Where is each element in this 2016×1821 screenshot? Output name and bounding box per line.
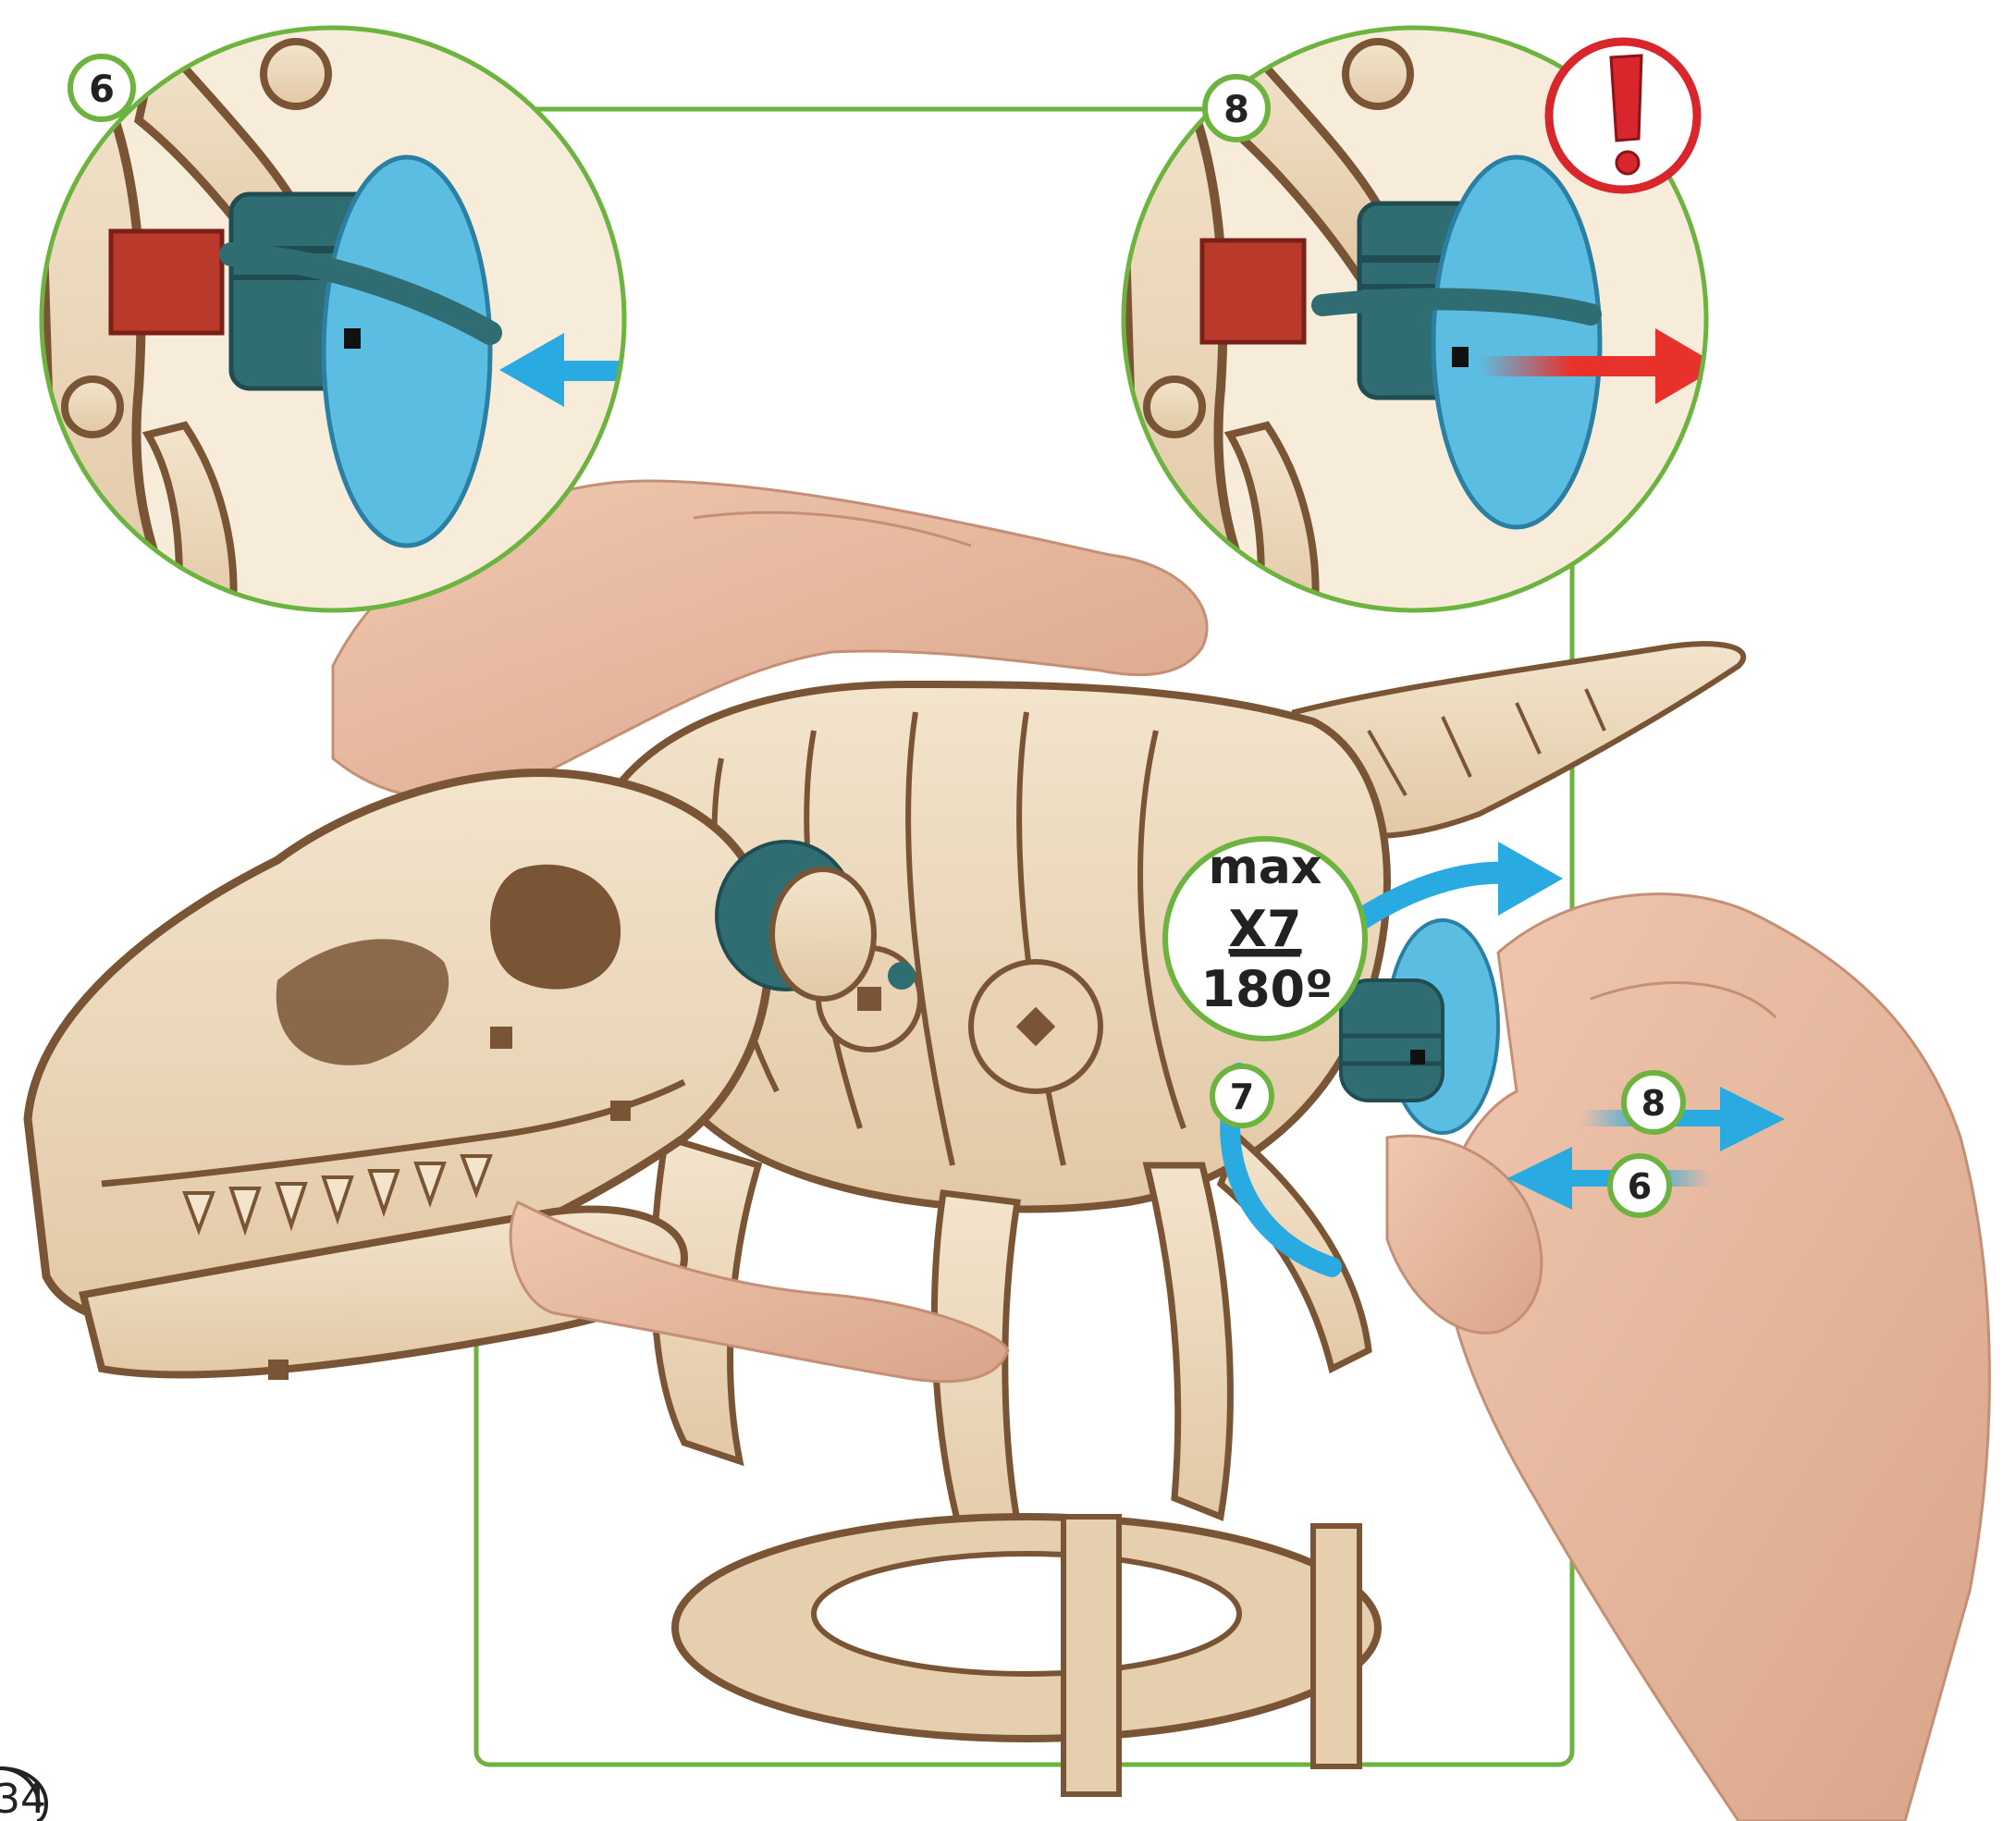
max-label: max — [1209, 840, 1322, 895]
step-number: 7 — [1230, 1077, 1254, 1117]
step-badge: 6 — [1610, 1156, 1669, 1215]
step-badge: 8 — [1624, 1073, 1683, 1132]
step-number: 6 — [1628, 1166, 1652, 1207]
red-gear — [1202, 240, 1304, 342]
step-number: 8 — [1641, 1083, 1666, 1124]
model-illustration — [28, 481, 1989, 1821]
instruction-bubble: max X7 180º — [1165, 839, 1365, 1039]
page-number: 34 — [0, 1768, 46, 1821]
step-badge: 6 — [70, 56, 133, 119]
step-number: 8 — [1223, 89, 1249, 131]
stand — [675, 1517, 1378, 1794]
exclamation-warning-icon — [1549, 42, 1697, 190]
step-badge: 8 — [1205, 77, 1268, 140]
page-number-text: 34 — [0, 1776, 46, 1821]
turn-count: X7 — [1228, 900, 1301, 958]
gear — [971, 962, 1100, 1091]
rotation-angle: 180º — [1200, 960, 1333, 1018]
red-gear — [111, 231, 222, 333]
step-number: 6 — [89, 68, 115, 111]
step-badge: 7 — [1212, 1066, 1272, 1126]
callout-right: 8 — [1119, 28, 1720, 629]
